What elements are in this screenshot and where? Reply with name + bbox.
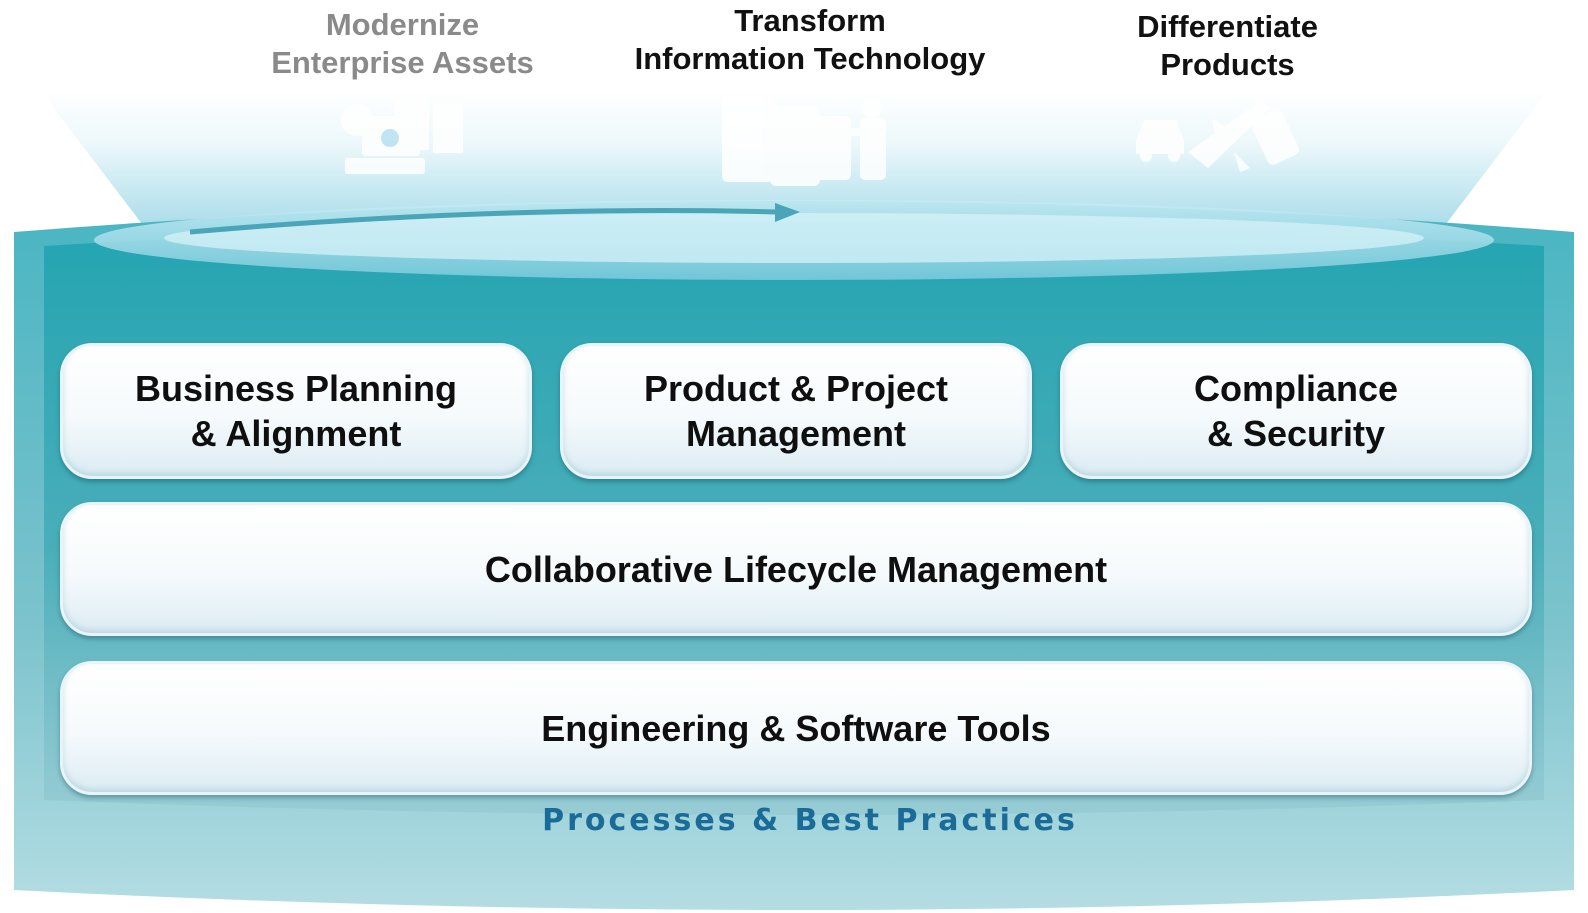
engineering-tools-box: Engineering & Software Tools: [60, 661, 1532, 795]
servers-and-person-icon: [722, 96, 886, 186]
goal-modernize-line1: Modernize: [325, 7, 480, 42]
rotation-arrow: [189, 208, 781, 235]
collaborative-lifecycle-label: Collaborative Lifecycle Management: [484, 548, 1108, 590]
goal-modernize-line2: Enterprise Assets: [271, 45, 534, 80]
compliance-security-line2: & Security: [1206, 413, 1386, 454]
goal-modernize-label: Modernize Enterprise Assets: [250, 6, 555, 82]
compliance-security-box: Compliance & Security: [1060, 343, 1532, 479]
product-project-box: Product & Project Management: [560, 343, 1032, 479]
business-planning-line2: & Alignment: [190, 413, 402, 454]
goal-differentiate-line1: Differentiate: [1137, 9, 1318, 44]
rotation-arrowhead: [775, 203, 800, 222]
product-project-line1: Product & Project: [643, 368, 949, 409]
business-planning-box: Business Planning & Alignment: [60, 343, 532, 479]
business-planning-line1: Business Planning: [134, 368, 458, 409]
computer-and-documents-icon: [341, 98, 463, 174]
compliance-security-line1: Compliance: [1193, 368, 1399, 409]
goal-transform-line2: Information Technology: [634, 41, 986, 76]
engineering-tools-label: Engineering & Software Tools: [541, 707, 1051, 749]
goal-transform-label: Transform Information Technology: [600, 2, 1020, 78]
goal-differentiate-line2: Products: [1160, 47, 1295, 82]
collaborative-lifecycle-box: Collaborative Lifecycle Management: [60, 502, 1532, 636]
cylinder-top-inner: [164, 213, 1424, 263]
goal-transform-line1: Transform: [734, 3, 886, 38]
car-airplane-phone-icon: [1136, 100, 1299, 172]
product-project-line2: Management: [685, 413, 907, 454]
goal-differentiate-label: Differentiate Products: [1090, 8, 1365, 84]
processes-best-practices-label: Processes & Best Practices: [542, 803, 1078, 838]
